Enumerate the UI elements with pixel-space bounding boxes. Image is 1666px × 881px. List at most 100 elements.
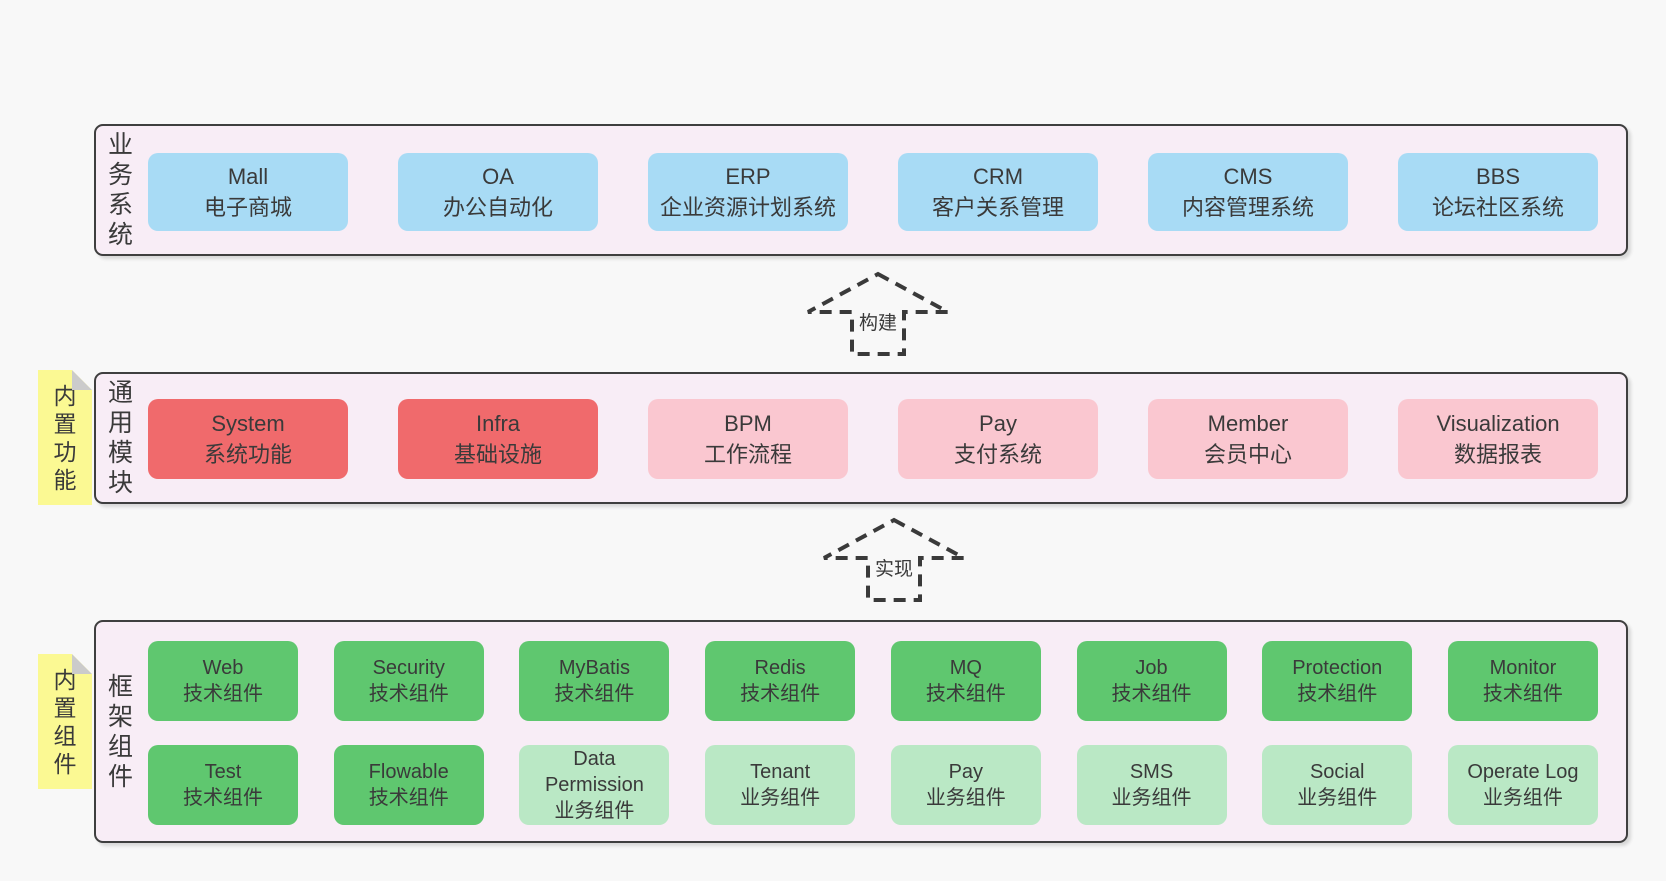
box-desc: 电子商城 [203,195,292,220]
diagram-box-redis: Redis 技术组件 [705,641,856,721]
layer-business-title: 业务系统 [107,131,133,249]
box-name: MyBatis [558,657,630,679]
box-desc: 技术组件 [554,683,635,705]
layer-common-modules-title: 通用模块 [107,379,133,497]
diagram-box-web: Web 技术组件 [148,641,298,721]
box-desc: 技术组件 [1482,683,1563,705]
sticky-note-built-in-components: 内置组件 [38,654,92,789]
diagram-box-cms: CMS 内容管理系统 [1148,153,1348,231]
box-name: Infra [475,411,521,436]
diagram-box-data-permission: Data Permission 业务组件 [519,745,670,825]
box-name: Operate Log [1467,761,1579,783]
box-name: Visualization [1436,411,1560,436]
box-name: Web [202,657,244,679]
box-desc: 客户关系管理 [931,195,1064,220]
box-name: Test [204,761,242,783]
box-name: Pay [979,411,1017,436]
box-name: Flowable [368,761,449,783]
box-name: Mall [227,164,269,189]
box-name: Tenant [750,761,811,783]
box-name: BBS [1475,164,1521,189]
box-desc: 系统功能 [203,442,292,467]
diagram-box-test: Test 技术组件 [148,745,298,825]
box-name: Security [372,657,445,679]
diagram-box-oa: OA 办公自动化 [398,153,598,231]
box-desc: 业务组件 [1482,787,1563,809]
sticky-note-built-in-features: 内置功能 [38,370,92,505]
up-arrow-shape [823,517,965,602]
box-desc: 技术组件 [368,683,449,705]
box-name: Member [1207,411,1289,436]
box-desc: 业务组件 [925,787,1006,809]
diagram-box-system: System 系统功能 [148,399,348,479]
diagram-box-monitor: Monitor 技术组件 [1447,641,1598,721]
box-name: SMS [1129,761,1174,783]
box-desc: 业务组件 [740,787,821,809]
box-name: CRM [972,164,1024,189]
box-desc: 技术组件 [183,787,263,809]
diagram-box-bbs: BBS 论坛社区系统 [1398,153,1598,231]
up-arrow-shape [807,271,949,356]
box-desc: 数据报表 [1453,442,1542,467]
sticky-note-built-in-components-label: 内置组件 [53,666,77,777]
diagram-box-bpm: BPM 工作流程 [648,399,848,479]
box-name: Data Permission [544,748,644,796]
diagram-box-sms: SMS 业务组件 [1076,745,1227,825]
box-desc: 企业资源计划系统 [659,195,836,220]
arrow-implement: 实现 [822,517,966,602]
arrow-implement-label: 实现 [871,558,917,582]
box-name: CMS [1223,164,1273,189]
diagram-box-social: Social 业务组件 [1262,745,1413,825]
box-name: Job [1135,657,1168,679]
diagram-box-tenant: Tenant 业务组件 [705,745,856,825]
box-name: Redis [754,657,806,679]
box-desc: 会员中心 [1203,442,1292,467]
box-name: OA [482,164,514,189]
arrow-build: 构建 [806,271,950,356]
box-desc: 基础设施 [453,442,542,467]
box-desc: 技术组件 [1111,683,1192,705]
diagram-box-mybatis: MyBatis 技术组件 [519,641,670,721]
box-desc: 业务组件 [554,800,635,822]
diagram-box-flowable: Flowable 技术组件 [333,745,484,825]
box-desc: 业务组件 [1297,787,1378,809]
box-name: Protection [1292,657,1383,679]
diagram-box-mq: MQ 技术组件 [890,641,1041,721]
box-desc: 技术组件 [368,787,449,809]
box-name: Social [1309,761,1365,783]
diagram-box-pay: Pay 支付系统 [898,399,1098,479]
box-desc: 办公自动化 [442,195,553,220]
layer-common-modules: 通用模块 System 系统功能 Infra 基础设施 BPM 工作流程 Pay 支付系统 Me… [94,372,1628,504]
box-name: Monitor [1489,657,1557,679]
arrow-build-label: 构建 [855,312,901,336]
box-desc: 支付系统 [953,442,1042,467]
box-name: MQ [949,657,982,679]
diagram-box-member: Member 会员中心 [1148,399,1348,479]
box-desc: 技术组件 [1297,683,1378,705]
box-desc: 技术组件 [925,683,1006,705]
box-name: BPM [724,411,772,436]
module-boxes-row: System 系统功能 Infra 基础设施 BPM 工作流程 Pay 支付系统 Member 会… [148,399,1598,479]
box-desc: 工作流程 [703,442,792,467]
diagram-box-protection: Protection 技术组件 [1262,641,1413,721]
layer-framework-components-title: 框架组件 [107,672,133,791]
box-desc: 业务组件 [1111,787,1192,809]
diagram-box-mall: Mall 电子商城 [148,153,348,231]
box-desc: 论坛社区系统 [1431,195,1564,220]
diagram-box-operate-log: Operate Log 业务组件 [1447,745,1598,825]
box-desc: 内容管理系统 [1181,195,1314,220]
box-name: Pay [948,761,984,783]
diagram-box-infra: Infra 基础设施 [398,399,598,479]
diagram-box-crm: CRM 客户关系管理 [898,153,1098,231]
box-name: System [211,411,285,436]
diagram-box-pay: Pay 业务组件 [890,745,1041,825]
box-desc: 技术组件 [740,683,821,705]
box-desc: 技术组件 [183,683,263,705]
